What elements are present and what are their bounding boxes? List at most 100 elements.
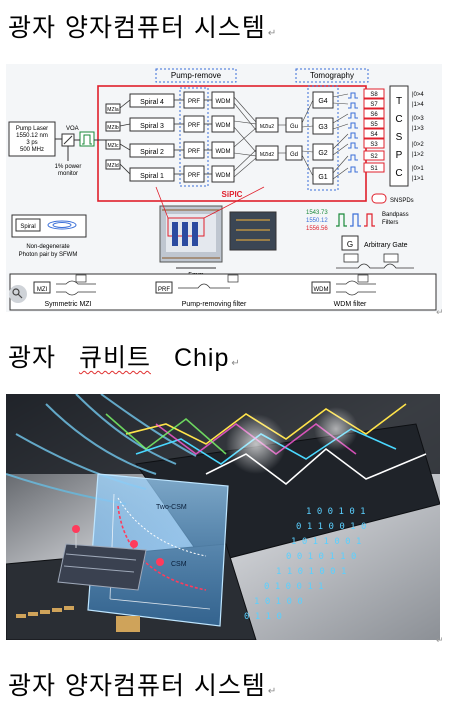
- svg-text:500 MHz: 500 MHz: [20, 147, 44, 153]
- svg-text:SNSPDs: SNSPDs: [390, 198, 414, 204]
- svg-text:PRF: PRF: [188, 99, 200, 105]
- svg-text:P: P: [396, 150, 403, 161]
- svg-text:Spiral: Spiral: [20, 224, 35, 230]
- svg-text:Pump Laser: Pump Laser: [16, 126, 48, 132]
- svg-text:MZId2: MZId2: [260, 152, 274, 158]
- svg-text:1 0 1 0 0: 1 0 1 0 0: [254, 597, 303, 607]
- svg-text:|1>4: |1>4: [412, 102, 424, 108]
- svg-text:G3: G3: [318, 124, 327, 131]
- svg-text:|0>3: |0>3: [412, 116, 424, 122]
- svg-text:|0>2: |0>2: [412, 142, 424, 148]
- tomography-label: Tomography: [310, 71, 354, 80]
- wdm-column: WDM WDM WDM WDM: [211, 91, 235, 183]
- svg-text:Spiral 2: Spiral 2: [140, 149, 164, 156]
- svg-text:1550.12 nm: 1550.12 nm: [16, 133, 48, 139]
- svg-text:monitor: monitor: [58, 171, 78, 177]
- svg-text:PRF: PRF: [188, 173, 200, 179]
- svg-text:C: C: [395, 114, 402, 125]
- svg-text:WDM: WDM: [216, 173, 231, 179]
- svg-text:1550.12: 1550.12: [306, 218, 328, 224]
- svg-text:Non-degenerate: Non-degenerate: [26, 244, 70, 250]
- sipic-label: SiPIC: [222, 190, 243, 199]
- svg-text:1543.73: 1543.73: [306, 210, 328, 216]
- svg-text:PRF: PRF: [158, 287, 170, 293]
- svg-text:3 ps: 3 ps: [26, 140, 37, 146]
- svg-text:Symmetric MZI: Symmetric MZI: [44, 301, 91, 308]
- svg-text:|1>1: |1>1: [412, 176, 424, 182]
- svg-text:G2: G2: [318, 150, 327, 157]
- svg-text:Filters: Filters: [382, 220, 398, 226]
- svg-text:|1>3: |1>3: [412, 126, 424, 132]
- svg-text:MZIu2: MZIu2: [260, 124, 274, 130]
- svg-text:S1: S1: [370, 166, 378, 172]
- svg-text:0 1 0 0 1 1: 0 1 0 0 1 1: [264, 582, 324, 592]
- svg-text:PRF: PRF: [188, 149, 200, 155]
- svg-text:MZId: MZId: [107, 163, 119, 169]
- svg-text:Gu: Gu: [290, 124, 298, 130]
- svg-text:Spiral 1: Spiral 1: [140, 173, 164, 180]
- svg-text:1% power: 1% power: [55, 164, 82, 170]
- svg-text:S3: S3: [370, 142, 378, 148]
- svg-text:T: T: [396, 96, 402, 107]
- svg-text:1 0 0 1 0 1: 1 0 0 1 0 1: [306, 507, 366, 517]
- prf-column: PRF PRF PRF PRF: [183, 91, 205, 183]
- svg-text:Pump-removing filter: Pump-removing filter: [182, 301, 247, 308]
- bandpass-filters: [348, 92, 358, 173]
- photonic-chip-illustration: 1 0 0 1 0 1 0 1 1 0 0 1 0 1 0 1 1 0 0 1 …: [6, 394, 440, 640]
- svg-text:S6: S6: [370, 112, 378, 118]
- svg-text:WDM: WDM: [216, 123, 231, 129]
- lens-icon: [9, 285, 27, 303]
- svg-text:MZIa: MZIa: [107, 107, 119, 113]
- svg-text:1 0 1 1 0 0 1: 1 0 1 1 0 0 1: [291, 537, 361, 547]
- heading-bottom: 광자 양자컴퓨터 시스템↵: [8, 671, 278, 700]
- svg-text:CSM: CSM: [171, 561, 187, 568]
- tcspc-box: [389, 85, 409, 187]
- svg-text:S2: S2: [370, 154, 378, 160]
- small-chip: [57, 525, 164, 591]
- svg-text:C: C: [395, 168, 402, 179]
- svg-text:Spiral 4: Spiral 4: [140, 99, 164, 106]
- heading-top: 광자 양자컴퓨터 시스템↵: [8, 13, 278, 42]
- voa-label: VOA: [66, 126, 79, 132]
- svg-text:MZIc: MZIc: [107, 143, 119, 149]
- svg-text:MZIb: MZIb: [107, 125, 119, 131]
- svg-text:S8: S8: [370, 92, 378, 98]
- svg-text:|0>4: |0>4: [412, 92, 424, 98]
- ket-labels: |0>4 |1>4 |0>3 |1>3 |0>2 |1>2 |0>1 |1>1: [412, 92, 424, 182]
- svg-text:WDM: WDM: [216, 149, 231, 155]
- svg-text:|0>1: |0>1: [412, 166, 424, 172]
- svg-text:1556.56: 1556.56: [306, 226, 328, 232]
- tomography-box: [295, 68, 369, 83]
- svg-text:G4: G4: [318, 98, 327, 105]
- gate-column: G4 G3 G2 G1: [312, 91, 334, 185]
- quantum-circuit-figure: Pump-remove Tomography SiPIC Pump Laser …: [6, 64, 442, 312]
- svg-text:G1: G1: [318, 174, 327, 181]
- svg-text:S: S: [396, 132, 403, 143]
- pump-laser-box: [8, 121, 56, 157]
- snspd-outputs: S8 S7 S6 S5 S4 S3 S2 S1: [363, 88, 385, 173]
- svg-text:WDM: WDM: [314, 287, 329, 293]
- heading-middle: 광자 큐비트 Chip↵: [8, 343, 241, 372]
- svg-text:Photon pair by SFWM: Photon pair by SFWM: [19, 252, 78, 258]
- svg-text:S4: S4: [370, 132, 378, 138]
- pump-remove-label: Pump-remove: [171, 71, 222, 80]
- svg-text:0 1 1 0 0 1 0: 0 1 1 0 0 1 0: [296, 522, 366, 532]
- svg-text:S5: S5: [370, 122, 378, 128]
- svg-text:0 0 1 0 1 1 0: 0 0 1 0 1 1 0: [286, 552, 356, 562]
- svg-text:|1>2: |1>2: [412, 152, 424, 158]
- svg-text:Two-CSM: Two-CSM: [156, 504, 187, 511]
- svg-text:G: G: [347, 240, 353, 249]
- svg-text:Gd: Gd: [290, 152, 298, 158]
- chip-photo-2: [229, 211, 277, 251]
- spiral-boxes: Spiral 4 Spiral 3 Spiral 2 Spiral 1: [129, 93, 175, 182]
- svg-text:Bandpass: Bandpass: [382, 212, 409, 218]
- pump-remove-box: [155, 68, 237, 83]
- svg-text:PRF: PRF: [188, 123, 200, 129]
- gold-contacts: [16, 606, 140, 632]
- svg-text:WDM filter: WDM filter: [334, 301, 367, 308]
- svg-text:Spiral 3: Spiral 3: [140, 123, 164, 130]
- svg-text:0 1 1 0: 0 1 1 0: [244, 612, 282, 622]
- svg-text:S7: S7: [370, 102, 378, 108]
- binary-stream: 1 0 0 1 0 1 0 1 1 0 0 1 0 1 0 1 1 0 0 1 …: [244, 507, 366, 622]
- svg-text:1 1 0 1 0 0 1: 1 1 0 1 0 0 1: [276, 567, 346, 577]
